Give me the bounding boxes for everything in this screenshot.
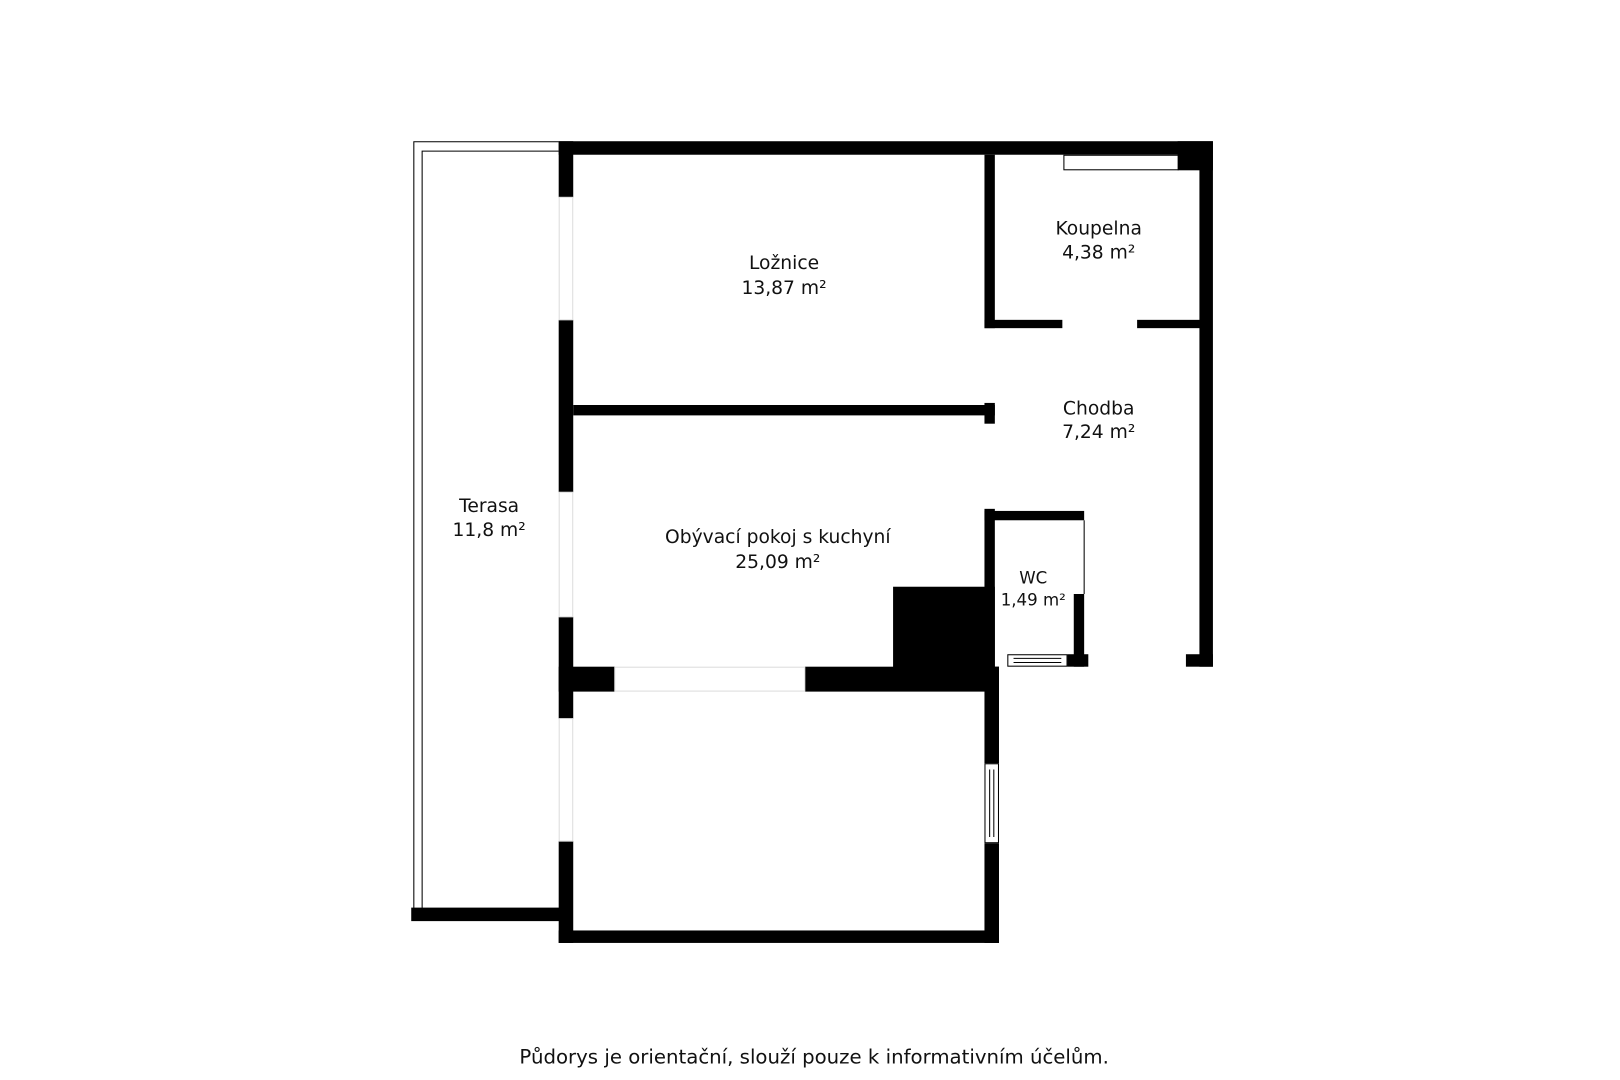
room-name-chodba: Chodba xyxy=(1063,398,1135,419)
room-area-koupelna: 4,38 m² xyxy=(1062,243,1135,264)
terrace-railing xyxy=(413,141,559,910)
walls xyxy=(558,141,1213,943)
room-name-loznice: Ložnice xyxy=(749,253,819,274)
room-name-koupelna: Koupelna xyxy=(1055,219,1141,240)
room-area-chodba: 7,24 m² xyxy=(1062,422,1135,443)
room-area-wc: 1,49 m² xyxy=(1001,590,1066,609)
disclaimer: Půdorys je orientační, slouží pouze k in… xyxy=(519,1045,1108,1068)
room-area-terasa: 11,8 m² xyxy=(452,520,525,541)
window-wc xyxy=(1007,654,1068,667)
room-name-obyvaci: Obývací pokoj s kuchyní xyxy=(665,527,891,548)
room-name-wc: WC xyxy=(1019,569,1047,588)
terrace-bottom-wall xyxy=(411,907,567,922)
bathtub xyxy=(1063,154,1179,171)
room-area-loznice: 13,87 m² xyxy=(741,278,826,299)
room-name-terasa: Terasa xyxy=(458,496,519,517)
room-area-obyvaci: 25,09 m² xyxy=(735,552,820,573)
window-lower-room xyxy=(984,763,999,844)
openings xyxy=(558,196,806,842)
